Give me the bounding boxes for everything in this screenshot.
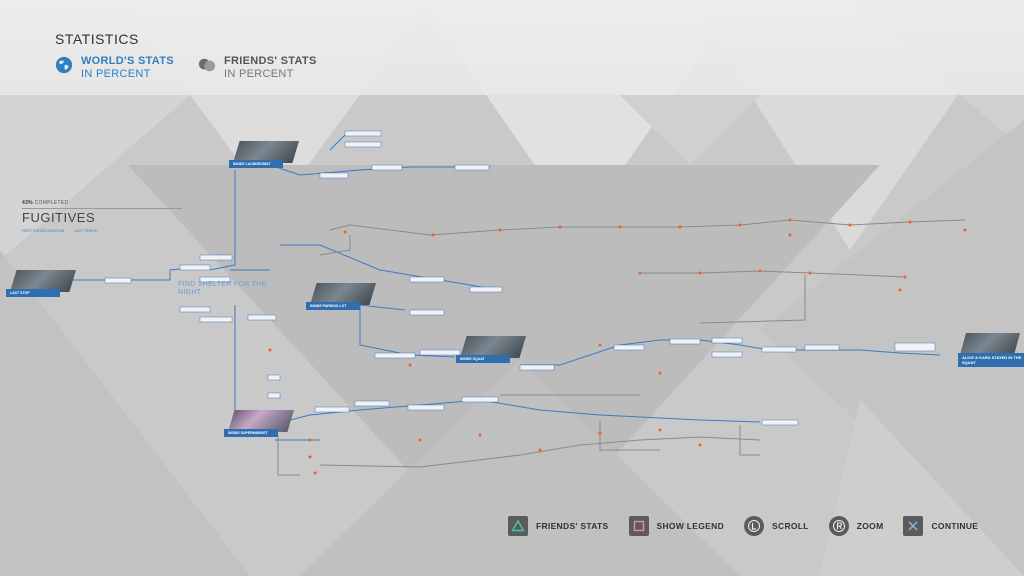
- triangle-button[interactable]: [508, 516, 528, 536]
- scene-thumbnail: [310, 283, 376, 305]
- zoom-control[interactable]: ZOOM: [828, 516, 884, 536]
- left-stick-button[interactable]: [744, 516, 765, 536]
- globe-icon: [55, 56, 73, 74]
- right-stick-icon: [832, 520, 845, 532]
- chapter-meta: FIRST CHOICE ADDITION LAST TROPHY: [22, 229, 182, 234]
- ending-label[interactable]: ALICE & KARA STAYED IN THE SQUAT: [958, 353, 1024, 367]
- controls-bar: FRIENDS' STATS SHOW LEGEND SCROLL ZOOM C…: [508, 516, 978, 536]
- chapter-divider: [22, 208, 182, 209]
- square-icon: [633, 520, 644, 532]
- scene-thumbnail: [228, 410, 294, 432]
- cross-button[interactable]: [903, 516, 924, 536]
- scene-node-ending-thumb[interactable]: [960, 333, 1020, 355]
- show-legend-label: SHOW LEGEND: [656, 521, 725, 531]
- tab-friends-stats-line1: FRIENDS' STATS: [224, 55, 317, 67]
- completion-label: COMPLETED: [34, 200, 69, 206]
- scroll-control[interactable]: SCROLL: [744, 516, 809, 536]
- tab-worlds-stats-line1: WORLD'S STATS: [81, 55, 174, 67]
- square-button[interactable]: [628, 516, 649, 536]
- stats-header: STATISTICS WORLD'S STATS IN PERCENT FRIE…: [0, 0, 1024, 95]
- tab-worlds-stats-line2: IN PERCENT: [81, 68, 151, 80]
- chapter-name: FUGITIVES: [22, 210, 96, 225]
- scene-label: INSIDE SQUAT: [456, 355, 510, 363]
- scene-thumbnail: [10, 270, 76, 292]
- scene-label: LAST STOP: [6, 289, 60, 297]
- objective-label: FIND SHELTER FOR THE NIGHT: [178, 281, 267, 296]
- scene-thumbnail: [233, 141, 299, 163]
- scene-node-inside-squat[interactable]: INSIDE SQUAT: [456, 336, 526, 363]
- chapter-info: 43% COMPLETED FUGITIVES FIRST CHOICE ADD…: [22, 200, 182, 234]
- zoom-label: ZOOM: [856, 521, 884, 531]
- tab-worlds-stats[interactable]: WORLD'S STATS IN PERCENT: [55, 55, 174, 81]
- tab-friends-stats-line2: IN PERCENT: [224, 68, 294, 80]
- flowchart-canvas[interactable]: [0, 95, 1024, 485]
- first-choice-label: FIRST CHOICE ADDITION: [22, 229, 65, 233]
- continue-control[interactable]: CONTINUE: [903, 516, 978, 536]
- scene-thumbnail: [960, 333, 1020, 355]
- scene-label: INSIDE PARKING LOT: [306, 302, 360, 310]
- friends-icon: [198, 58, 216, 72]
- scene-label: INSIDE LAUNDROMAT: [229, 160, 283, 168]
- right-stick-button[interactable]: [828, 516, 849, 536]
- friends-stats-control[interactable]: FRIENDS' STATS: [508, 516, 609, 536]
- completion-percent: 43%: [22, 200, 33, 206]
- scene-node-inside-supermarket[interactable]: INSIDE SUPERMARKET: [224, 410, 294, 437]
- scene-node-inside-parking-lot[interactable]: INSIDE PARKING LOT: [306, 283, 376, 310]
- chapter-completion: 43% COMPLETED: [22, 200, 182, 206]
- show-legend-control[interactable]: SHOW LEGEND: [628, 516, 725, 536]
- left-stick-icon: [748, 520, 761, 532]
- page-title: STATISTICS: [55, 31, 139, 47]
- scene-thumbnail: [460, 336, 526, 358]
- scene-node-last-stop[interactable]: LAST STOP: [6, 270, 76, 297]
- scene-label: INSIDE SUPERMARKET: [224, 429, 278, 437]
- triangle-icon: [511, 519, 525, 532]
- scroll-label: SCROLL: [772, 521, 809, 531]
- friends-stats-label: FRIENDS' STATS: [536, 521, 609, 531]
- last-trophy-label: LAST TROPHY: [74, 229, 99, 233]
- cross-icon: [908, 521, 919, 531]
- tab-friends-stats[interactable]: FRIENDS' STATS IN PERCENT: [198, 55, 317, 81]
- scene-node-inside-laundromat[interactable]: INSIDE LAUNDROMAT: [229, 141, 299, 168]
- continue-label: CONTINUE: [931, 521, 979, 531]
